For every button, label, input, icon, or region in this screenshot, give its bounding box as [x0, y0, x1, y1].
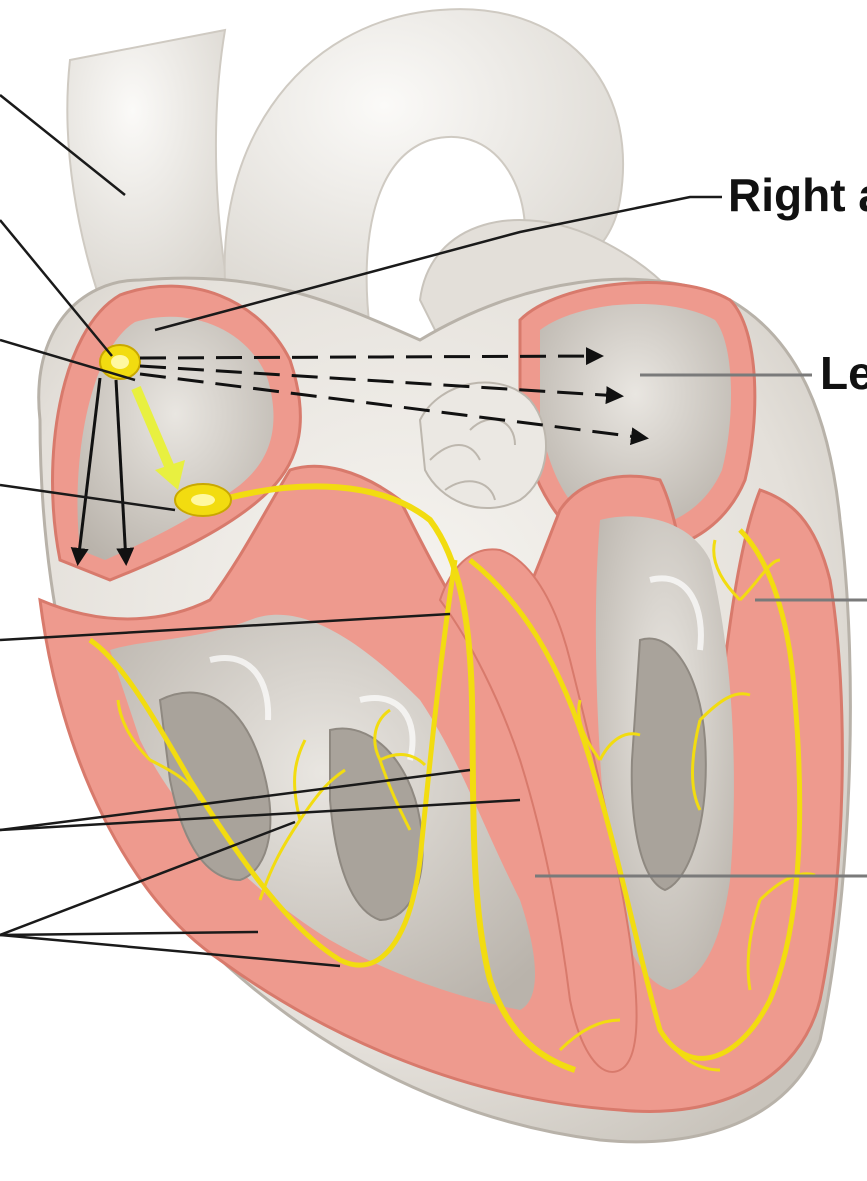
left-atrium-label: Le [820, 350, 867, 396]
superior-vena-cava [67, 30, 230, 300]
aortic-valve [420, 383, 546, 508]
right-atrium-label: Right a [728, 172, 867, 218]
av-node-icon [175, 484, 231, 516]
